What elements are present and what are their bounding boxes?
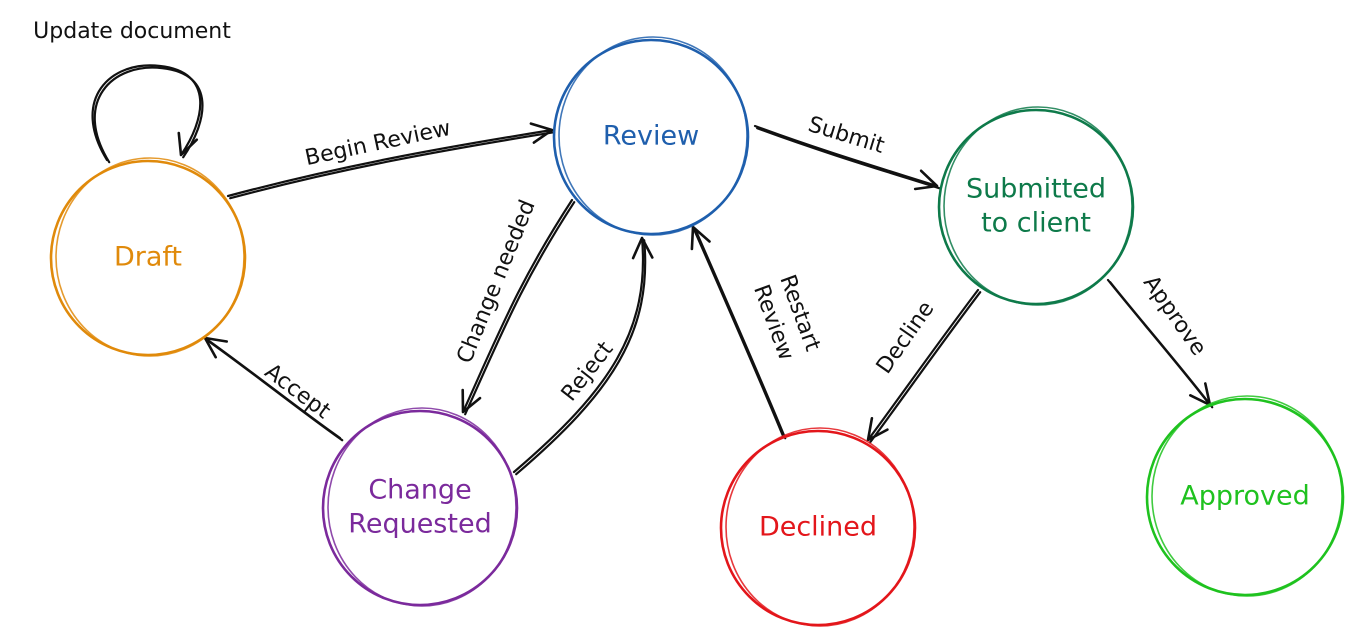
edge-update-document bbox=[91, 64, 204, 164]
edge-update-document-line bbox=[91, 64, 202, 162]
edge-label-decline: Decline bbox=[872, 297, 940, 379]
node-draft: Draft bbox=[49, 157, 247, 357]
edge-reject-line-sketch bbox=[515, 239, 647, 476]
edge-update-document-line-sketch bbox=[93, 66, 204, 164]
node-label: Approved bbox=[1180, 481, 1310, 512]
edge-begin-review bbox=[226, 122, 556, 200]
edge-label-submit: Submit bbox=[805, 112, 887, 159]
edge-change-needed-line bbox=[461, 198, 574, 414]
node-approved-ring-sketch bbox=[1151, 395, 1343, 597]
node-submitted-ring-sketch bbox=[943, 106, 1133, 306]
edge-approve-line-sketch bbox=[1109, 281, 1214, 409]
edge-label: Accept bbox=[260, 359, 335, 424]
node-change-ring bbox=[321, 409, 519, 607]
edge-restart-review bbox=[690, 225, 787, 440]
node-declined-ring-sketch bbox=[725, 427, 915, 627]
edge-label-update-document: Update document bbox=[33, 19, 231, 44]
edge-label: Approve bbox=[1138, 271, 1211, 360]
edge-reject-line bbox=[512, 236, 644, 474]
edge-change-needed-line-sketch bbox=[464, 201, 576, 416]
arrow-head-icon bbox=[913, 169, 939, 191]
node-review-ring-sketch bbox=[558, 36, 748, 236]
node-declined-ring bbox=[719, 429, 917, 627]
edge-change-needed bbox=[461, 198, 576, 416]
edge-reject bbox=[512, 236, 654, 476]
arrow-head-icon bbox=[690, 225, 711, 251]
edge-label-accept: Accept bbox=[260, 359, 335, 424]
edge-submit-line bbox=[753, 124, 939, 188]
node-review-ring bbox=[552, 38, 750, 236]
node-change-ring-sketch bbox=[327, 407, 517, 607]
node-declined: Declined bbox=[719, 427, 917, 627]
edge-submit bbox=[753, 124, 941, 191]
edge-begin-review-line bbox=[226, 128, 554, 198]
edge-decline-line bbox=[866, 288, 980, 442]
edge-label: Decline bbox=[872, 297, 940, 379]
node-label: Declined bbox=[759, 512, 877, 543]
node-label: Review bbox=[603, 121, 699, 152]
edges-layer bbox=[91, 64, 1214, 476]
node-label: Submitted bbox=[966, 174, 1106, 205]
arrow-head-icon bbox=[529, 122, 554, 144]
node-draft-ring bbox=[49, 159, 247, 357]
node-approved: Approved bbox=[1145, 395, 1345, 597]
edge-label-approve: Approve bbox=[1138, 271, 1211, 360]
edge-restart-review-line-sketch bbox=[694, 228, 787, 440]
edge-submit-line-sketch bbox=[756, 127, 941, 190]
edge-accept-line-sketch bbox=[206, 339, 344, 442]
node-draft-ring-sketch bbox=[55, 157, 245, 357]
node-label: Draft bbox=[114, 242, 182, 273]
node-submitted-ring bbox=[937, 108, 1135, 306]
node-label: Change bbox=[368, 475, 471, 506]
arrow-head-icon bbox=[177, 131, 199, 157]
edge-decline-line-sketch bbox=[869, 291, 982, 444]
node-label: to client bbox=[981, 208, 1091, 239]
node-review: Review bbox=[552, 36, 750, 236]
node-label: Requested bbox=[348, 509, 491, 540]
arrow-head-icon bbox=[461, 388, 482, 414]
arrow-head-icon bbox=[866, 417, 889, 442]
edge-decline bbox=[866, 288, 982, 444]
edge-label: Update document bbox=[33, 19, 231, 44]
edge-begin-review-line-sketch bbox=[229, 131, 556, 200]
arrow-head-icon bbox=[631, 236, 654, 260]
node-approved-ring bbox=[1145, 397, 1345, 597]
edge-label: Submit bbox=[805, 112, 887, 159]
